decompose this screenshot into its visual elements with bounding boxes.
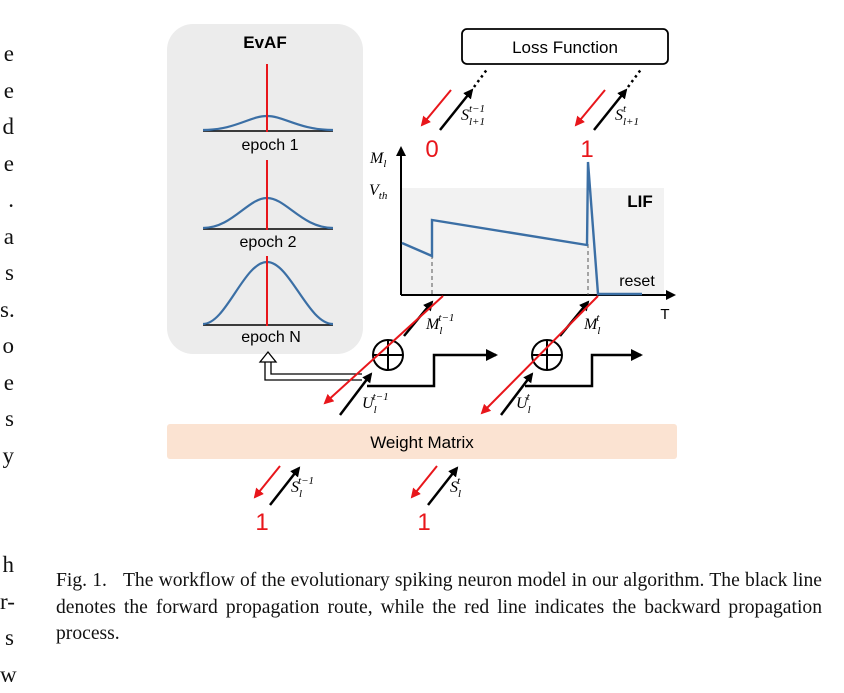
m-l-t-label: Mlt [583, 312, 600, 337]
reset-label: reset [619, 273, 655, 290]
backward-red-arrow-right [482, 296, 598, 413]
lif-x-label: T [660, 306, 669, 323]
u-l-t-label: Ult [516, 391, 531, 416]
top-left-dots [474, 68, 488, 87]
feedback-arrow [265, 361, 362, 380]
bottom-left-spike-value: 1 [255, 509, 268, 536]
u-l-t-minus-1-label: Ult−1 [362, 391, 389, 416]
left-column-letter: s [0, 620, 14, 657]
bottom-right-signal: 1 Slt [412, 466, 461, 536]
s-l-t-minus-1-label: Slt−1 [291, 475, 314, 500]
epoch-label-2: epoch 2 [240, 234, 297, 251]
bottom-left-signal: 1 Slt−1 [255, 466, 314, 536]
loss-function-label: Loss Function [512, 38, 618, 57]
sum-node-right [532, 340, 562, 370]
top-right-spike-value: 1 [580, 136, 593, 163]
top-left-spike-value: 0 [425, 136, 438, 163]
bottom-left-red-arrow [255, 466, 280, 497]
s-l-t-label: Slt [450, 475, 461, 500]
lif-plot: Ml Vth LIF reset T [369, 148, 674, 323]
left-column-letter: r- [0, 584, 14, 621]
weight-matrix-label: Weight Matrix [370, 433, 474, 452]
vth-label: Vth [369, 182, 388, 202]
s-l1-t-label: Sl+1t [615, 103, 639, 128]
s-l1-t-minus-1-label: Sl+1t−1 [461, 103, 485, 128]
figure-label: Fig. 1. [56, 570, 107, 591]
m-l-t-minus-1-label: Mlt−1 [425, 312, 454, 337]
bottom-right-red-arrow [412, 466, 437, 497]
top-right-dots [628, 68, 642, 87]
top-left-signal: 0 Sl+1t−1 [422, 68, 488, 163]
bottom-right-spike-value: 1 [417, 509, 430, 536]
top-right-signal: 1 Sl+1t [576, 68, 642, 163]
lif-y-label: Ml [369, 150, 386, 170]
evaf-title: EvAF [243, 33, 286, 52]
lif-box-label: LIF [627, 192, 653, 211]
epoch-label-n: epoch N [241, 329, 301, 346]
evaf-panel [167, 24, 363, 354]
epoch-label-1: epoch 1 [242, 137, 299, 154]
caption-text: The workflow of the evolutionary spiking… [56, 570, 822, 644]
figure-caption: Fig. 1.The workflow of the evolutionary … [56, 568, 822, 648]
left-column-letter: w [0, 657, 14, 693]
workflow-diagram: EvAF epoch 1 epoch 2 epoch N Loss Functi… [0, 0, 844, 560]
